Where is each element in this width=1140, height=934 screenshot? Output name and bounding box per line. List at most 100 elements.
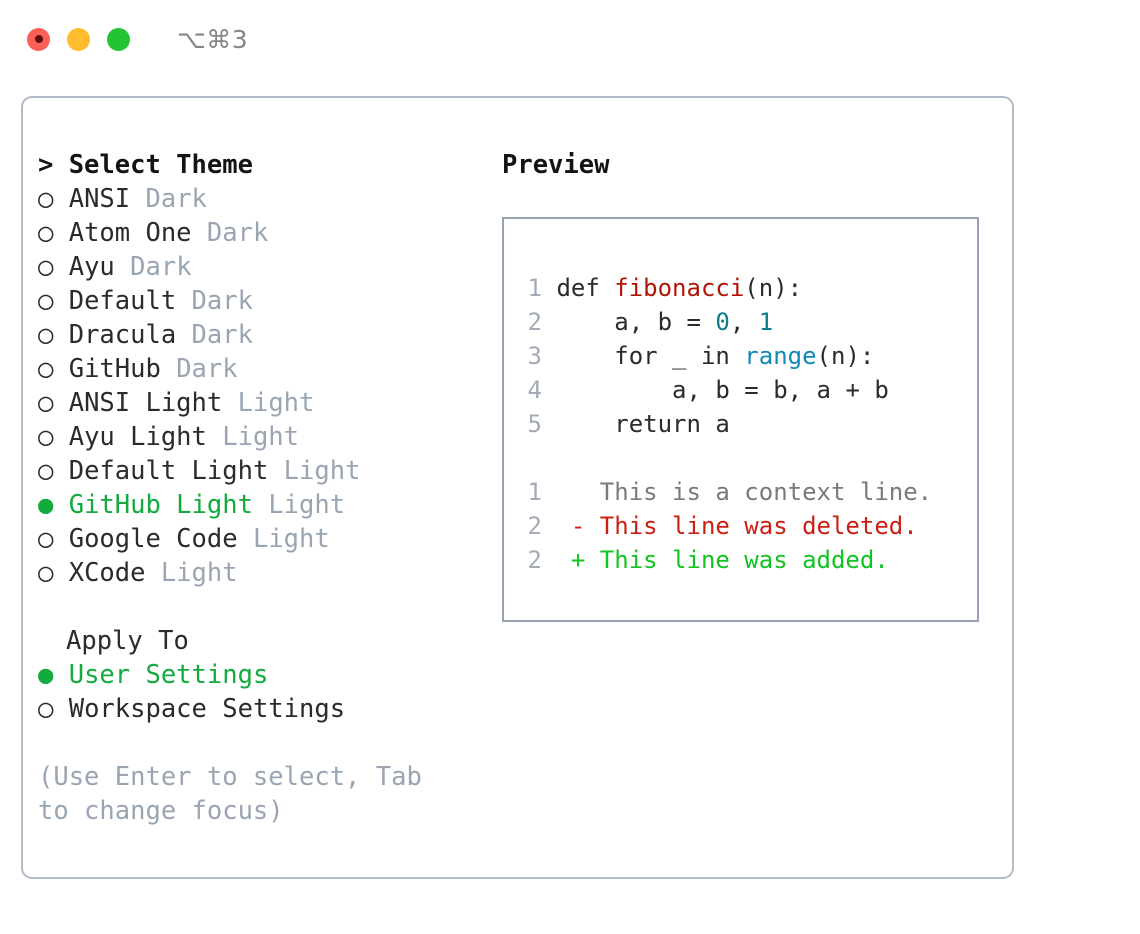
theme-name: XCode: [68, 558, 146, 588]
code-token-plain: a, b = b, a + b: [556, 376, 889, 404]
radio-unselected-icon: ○: [38, 694, 54, 724]
theme-list-item[interactable]: ○ Ayu Dark: [38, 250, 488, 284]
theme-list-item[interactable]: ○ GitHub Dark: [38, 352, 488, 386]
code-token-fn: fibonacci: [614, 274, 745, 302]
radio-unselected-icon: ○: [38, 252, 54, 282]
theme-variant-badge: Dark: [191, 320, 253, 350]
theme-variant-badge: Light: [268, 490, 346, 520]
theme-variant-badge: Dark: [130, 252, 192, 282]
radio-selected-icon: ●: [38, 660, 54, 690]
code-line: 1 def fibonacci(n):: [526, 271, 977, 305]
code-token-plain: return a: [556, 410, 730, 438]
diff-line-text: This is a context line.: [542, 478, 933, 506]
code-line-number: 4: [527, 376, 542, 404]
diff-line-ctx: 1 This is a context line.: [526, 475, 977, 509]
select-theme-heading: > Select Theme: [38, 150, 253, 180]
theme-variant-badge: Dark: [176, 354, 238, 384]
diff-line-del: 2 - This line was deleted.: [526, 509, 977, 543]
theme-list[interactable]: ○ ANSI Dark○ Atom One Dark○ Ayu Dark○ De…: [38, 182, 488, 590]
apply-to-list[interactable]: ● User Settings○ Workspace Settings: [38, 658, 488, 726]
code-line-number: 5: [527, 410, 542, 438]
theme-name: GitHub: [68, 354, 161, 384]
radio-unselected-icon: ○: [38, 218, 54, 248]
preview-column: Preview 1 def fibonacci(n):2 a, b = 0, 1…: [502, 148, 1002, 622]
radio-unselected-icon: ○: [38, 320, 54, 350]
diff-sample: 1 This is a context line.2 - This line w…: [526, 475, 977, 577]
radio-unselected-icon: ○: [38, 422, 54, 452]
theme-list-item[interactable]: ● GitHub Light Light: [38, 488, 488, 522]
theme-list-item[interactable]: ○ Ayu Light Light: [38, 420, 488, 454]
theme-name: ANSI Light: [68, 388, 223, 418]
code-token-plain: ,: [729, 308, 759, 336]
theme-variant-badge: Light: [283, 456, 361, 486]
theme-list-item[interactable]: ○ Atom One Dark: [38, 216, 488, 250]
radio-unselected-icon: ○: [38, 388, 54, 418]
theme-variant-badge: Light: [252, 524, 330, 554]
theme-name: Google Code: [68, 524, 238, 554]
code-line: 4 a, b = b, a + b: [526, 373, 977, 407]
theme-variant-badge: Dark: [206, 218, 269, 248]
main-panel: > Select Theme ○ ANSI Dark○ Atom One Dar…: [21, 96, 1014, 879]
apply-to-option[interactable]: ● User Settings: [38, 658, 488, 692]
diff-line-text: + This line was added.: [542, 546, 889, 574]
code-line-number: 3: [527, 342, 542, 370]
radio-unselected-icon: ○: [38, 354, 54, 384]
code-token-plain: def: [556, 274, 615, 302]
code-token-call: range: [744, 342, 817, 370]
code-token-plain: a, b =: [556, 308, 716, 336]
code-line-number: 1: [527, 274, 542, 302]
code-token-num: 0: [715, 308, 730, 336]
code-diff-spacer: [526, 441, 977, 475]
theme-name: Default Light: [68, 456, 269, 486]
code-token-plain: (n):: [816, 342, 875, 370]
theme-variant-badge: Dark: [191, 286, 253, 316]
theme-list-item[interactable]: ○ Default Dark: [38, 284, 488, 318]
code-line-number: 2: [527, 308, 542, 336]
radio-unselected-icon: ○: [38, 184, 54, 214]
code-line: 5 return a: [526, 407, 977, 441]
theme-list-item[interactable]: ○ Default Light Light: [38, 454, 488, 488]
theme-variant-badge: Dark: [145, 184, 207, 214]
theme-variant-badge: Light: [222, 422, 300, 452]
theme-list-item[interactable]: ○ ANSI Dark: [38, 182, 488, 216]
code-line: 2 a, b = 0, 1: [526, 305, 977, 339]
diff-line-add: 2 + This line was added.: [526, 543, 977, 577]
code-token-plain: for _ in: [556, 342, 745, 370]
theme-list-item[interactable]: ○ Dracula Dark: [38, 318, 488, 352]
code-token-plain: (n):: [744, 274, 803, 302]
diff-line-number: 2: [527, 512, 542, 540]
list-spacer: [38, 590, 488, 624]
theme-name: Ayu: [68, 252, 115, 282]
hint-spacer: [38, 726, 488, 760]
diff-line-number: 1: [527, 478, 542, 506]
theme-name: ANSI: [68, 184, 131, 214]
maximize-button[interactable]: [107, 27, 130, 51]
radio-unselected-icon: ○: [38, 456, 54, 486]
title-bar: ⌥⌘3: [0, 0, 1140, 78]
code-token-num: 1: [758, 308, 774, 336]
diff-line-text: - This line was deleted.: [542, 512, 918, 540]
close-button[interactable]: [27, 27, 50, 51]
minimize-button[interactable]: [67, 27, 90, 51]
theme-variant-badge: Light: [160, 558, 238, 588]
apply-to-option[interactable]: ○ Workspace Settings: [38, 692, 488, 726]
theme-name: Atom One: [68, 218, 192, 248]
theme-list-item[interactable]: ○ XCode Light: [38, 556, 488, 590]
keyboard-hint-text: (Use Enter to select, Tab to change focu…: [38, 762, 422, 826]
theme-name: GitHub Light: [68, 490, 253, 520]
theme-name: Default: [68, 286, 177, 316]
apply-to-heading: Apply To: [66, 626, 189, 656]
theme-variant-badge: Light: [237, 388, 315, 418]
window-controls: [27, 27, 130, 51]
theme-list-item[interactable]: ○ ANSI Light Light: [38, 386, 488, 420]
theme-name: Dracula: [68, 320, 177, 350]
theme-selection-column: > Select Theme ○ ANSI Dark○ Atom One Dar…: [38, 148, 488, 828]
theme-list-item[interactable]: ○ Google Code Light: [38, 522, 488, 556]
apply-to-label: Workspace Settings: [68, 694, 346, 724]
radio-unselected-icon: ○: [38, 524, 54, 554]
preview-heading: Preview: [502, 150, 610, 180]
diff-line-number: 2: [527, 546, 542, 574]
code-line: 3 for _ in range(n):: [526, 339, 977, 373]
